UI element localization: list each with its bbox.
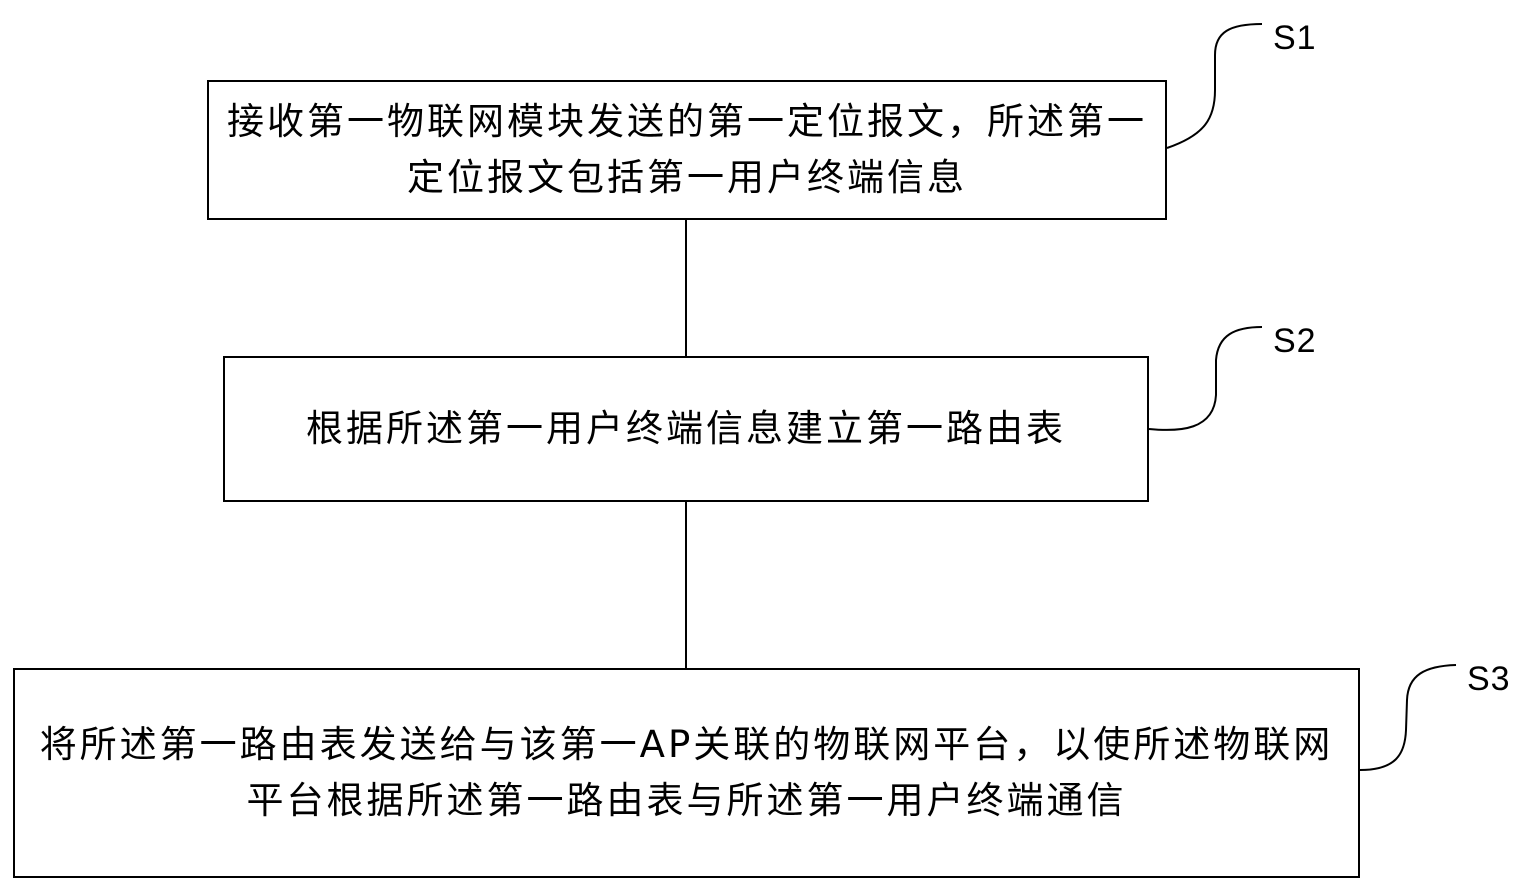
step-s1-line-1: 接收第一物联网模块发送的第一定位报文，所述第一 (227, 100, 1147, 143)
step-box-s3: 将所述第一路由表发送给与该第一AP关联的物联网平台，以使所述物联网 平台根据所述… (13, 668, 1360, 878)
step-text-s2: 根据所述第一用户终端信息建立第一路由表 (306, 401, 1066, 457)
step-box-s2: 根据所述第一用户终端信息建立第一路由表 (223, 356, 1149, 502)
step-s2-line-1: 根据所述第一用户终端信息建立第一路由表 (306, 407, 1066, 450)
step-s1-line-2: 定位报文包括第一用户终端信息 (407, 156, 967, 199)
step-label-s2: S2 (1273, 322, 1317, 360)
leader-line-s1 (1166, 23, 1263, 149)
step-text-s1: 接收第一物联网模块发送的第一定位报文，所述第一 定位报文包括第一用户终端信息 (227, 94, 1147, 206)
leader-line-s3 (1359, 664, 1457, 771)
step-s3-line-2: 平台根据所述第一路由表与所述第一用户终端通信 (246, 779, 1127, 822)
leader-line-s2 (1148, 326, 1263, 431)
step-s3-line-1: 将所述第一路由表发送给与该第一AP关联的物联网平台，以使所述物联网 (39, 723, 1334, 766)
step-label-s3: S3 (1467, 660, 1511, 698)
step-box-s1: 接收第一物联网模块发送的第一定位报文，所述第一 定位报文包括第一用户终端信息 (207, 80, 1167, 220)
step-text-s3: 将所述第一路由表发送给与该第一AP关联的物联网平台，以使所述物联网 平台根据所述… (40, 717, 1334, 829)
step-label-s1: S1 (1273, 19, 1317, 57)
